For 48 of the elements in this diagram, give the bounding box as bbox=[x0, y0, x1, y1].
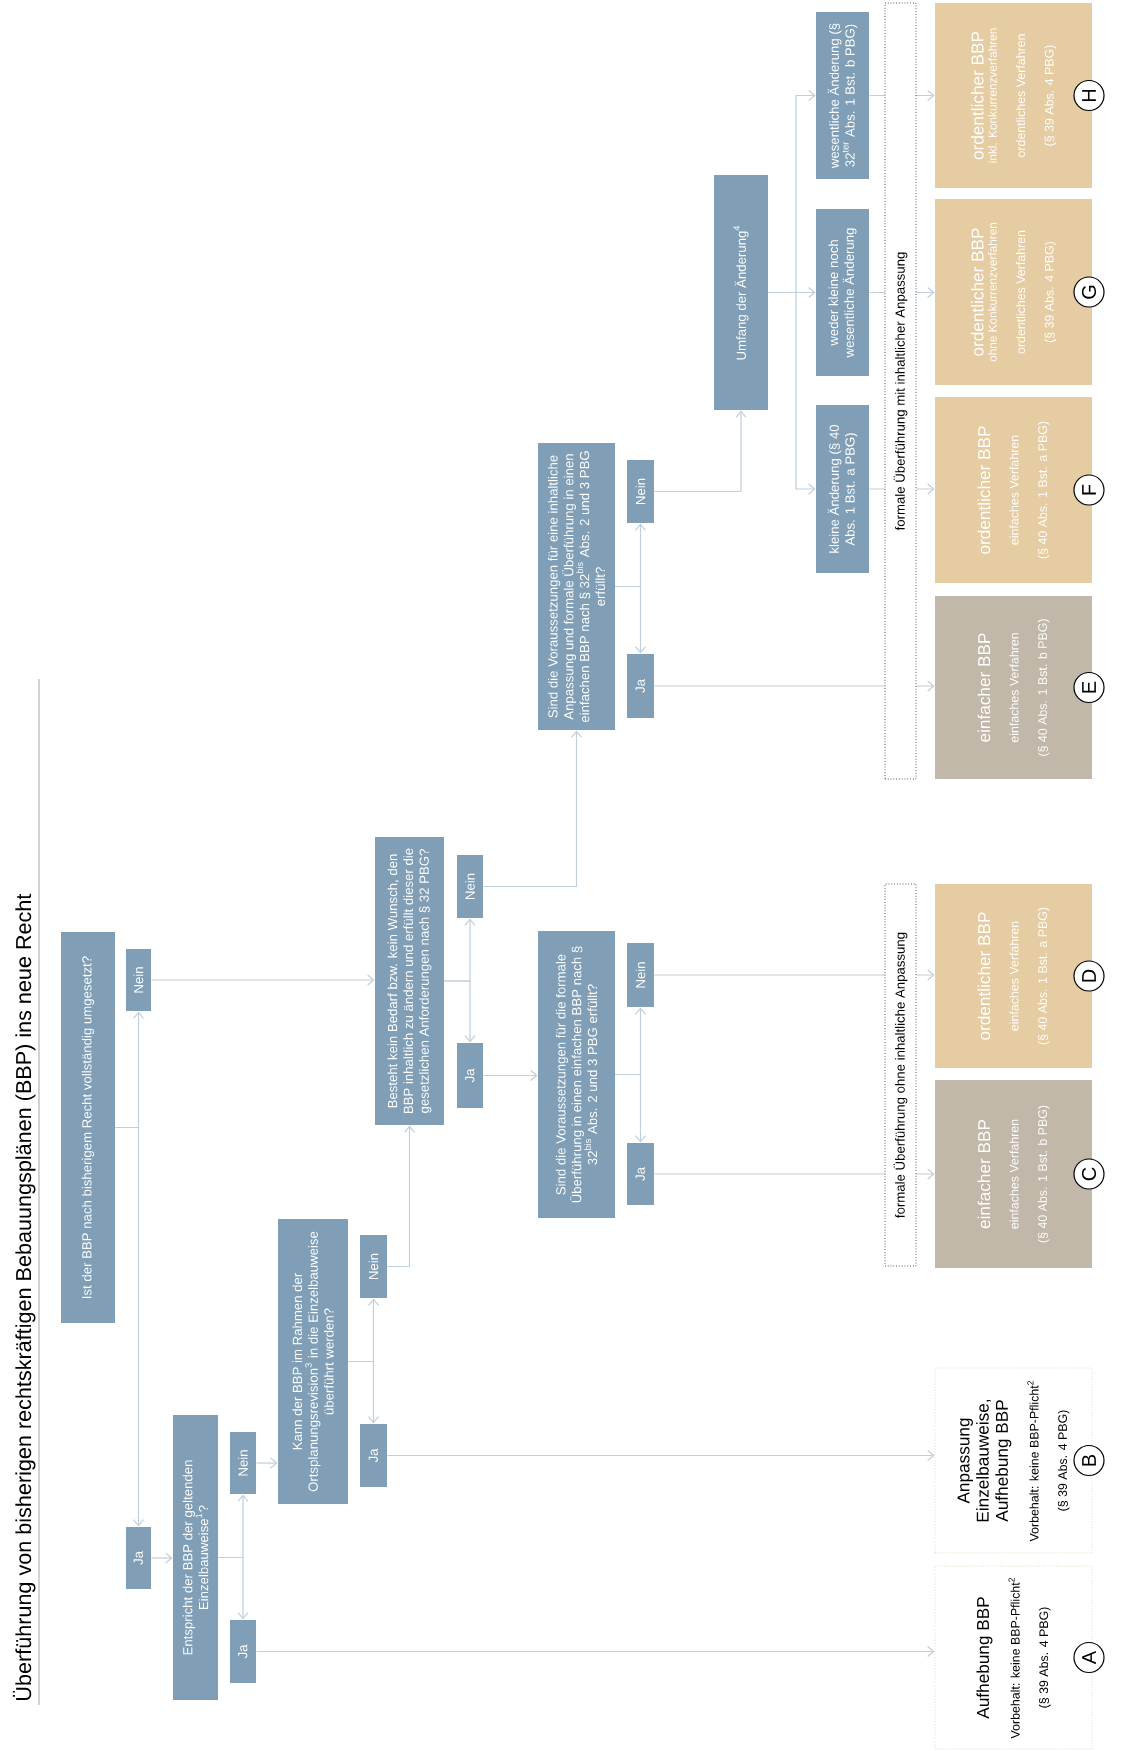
connector-arrow bbox=[255, 1645, 935, 1658]
connector-arrow bbox=[217, 1494, 249, 1559]
branch-box: Nein bbox=[126, 949, 151, 1011]
question-box: Sind die Voraussetzungen für die formale Überführung in einen einfachen BBP nach § 32$^{bis}$ Abs. 2 und 3 PBG erfüllt? bbox=[538, 931, 615, 1218]
question-box: Ist der BBP nach bisherigem Recht vollständig umgesetzt? bbox=[61, 932, 115, 1323]
title: Überführung von bisherigen rechtskräftigen Bebauungsplänen (BBP) ins neue Recht bbox=[12, 893, 36, 1700]
outcome-box: einfacher BBP einfaches Verfahren (§ 40 Abs. 1 Bst. b PBG) C bbox=[935, 1080, 1105, 1268]
connector-arrow bbox=[653, 969, 935, 981]
connector-arrow bbox=[482, 730, 583, 888]
connector-arrow bbox=[653, 410, 747, 493]
branch-box: Ja bbox=[126, 1527, 151, 1589]
branch-box: Nein bbox=[457, 855, 483, 918]
branch-box: Ja bbox=[230, 1620, 256, 1683]
connector-arrow bbox=[255, 1457, 278, 1469]
outcome-box: ordentlicher BBP einfaches Verfahren (§ 40 Abs. 1 Bst. a PBG) D bbox=[935, 884, 1105, 1068]
dotted-band: formale Überführung mit inhaltlicher Anpassung bbox=[884, 2, 917, 780]
connector-arrow bbox=[443, 918, 476, 982]
option-box: kleine Änderung (§ 40 Abs. 1 Bst. a PBG) bbox=[816, 405, 869, 573]
connector-arrow bbox=[386, 1125, 416, 1268]
branch-box: Nein bbox=[360, 1235, 387, 1298]
branch-box: Ja bbox=[627, 1143, 654, 1205]
outcome-box: ordentlicher BBP inkl. Konkurrenzverfahren ordentliches Verfahren (§ 39 Abs. 4 PBG) H bbox=[935, 3, 1105, 188]
question-box: Besteht kein Bedarf bzw. kein Wunsch, den BBP inhaltlich zu ändern und erfüllt dieser die gesetzlichen Anforderungen nach § 32 PBG? bbox=[375, 837, 444, 1125]
connector-arrow bbox=[614, 523, 647, 588]
connector-arrow bbox=[482, 1069, 538, 1082]
option-box: weder kleine noch wesentliche Änderung bbox=[816, 209, 869, 376]
connector-arrow bbox=[653, 1168, 935, 1180]
connector-arrow bbox=[767, 89, 816, 294]
connector-arrow bbox=[614, 1007, 647, 1076]
outcome-box: ordentlicher BBP einfaches Verfahren (§ 40 Abs. 1 Bst. a PBG) F bbox=[935, 397, 1105, 583]
connector-arrow bbox=[150, 1552, 173, 1564]
outcome-box: Aufhebung BBP Vorbehalt: keine BBP-Pflicht$^{2}$ (§ 39 Abs. 4 PBG) A bbox=[934, 1565, 1105, 1750]
outcome-box: einfacher BBP einfaches Verfahren (§ 40 Abs. 1 Bst. b PBG) E bbox=[935, 596, 1105, 779]
dotted-band: formale Überführung ohne inhaltliche Anpassung bbox=[884, 883, 917, 1267]
connector-arrow bbox=[114, 1011, 145, 1129]
branch-box: Ja bbox=[360, 1424, 387, 1487]
outcome-box: Anpassung Einzelbauweise, Aufhebung BBP Vorbehalt: keine BBP-Pflicht$^{2}$ (§ 39 Abs. 4 PBG) B bbox=[934, 1367, 1105, 1554]
connector-arrow bbox=[386, 1449, 935, 1462]
branch-box: Nein bbox=[627, 460, 654, 523]
connector-arrow bbox=[150, 974, 375, 986]
outcome-box: ordentlicher BBP ohne Konkurrenzverfahren ordentliches Verfahren (§ 39 Abs. 4 PBG) G bbox=[935, 199, 1105, 385]
branch-box: Nein bbox=[230, 1432, 256, 1494]
branch-box: Ja bbox=[627, 654, 654, 718]
process-box: Umfang der Änderung$^{4}$ bbox=[714, 175, 768, 410]
connector-arrow bbox=[347, 1298, 380, 1363]
branch-box: Ja bbox=[457, 1043, 483, 1108]
connector-arrow bbox=[653, 680, 935, 692]
branch-box: Nein bbox=[627, 943, 654, 1007]
